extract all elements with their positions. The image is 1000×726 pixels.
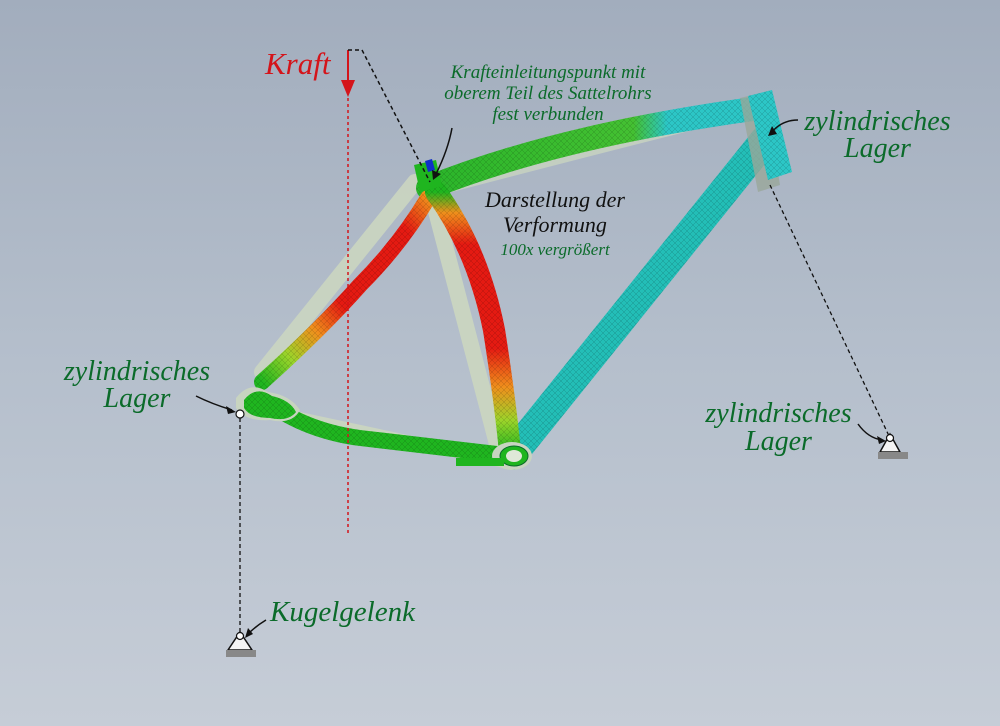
front-bearing-line-2: Lager <box>745 426 812 457</box>
rear-dropout <box>236 387 300 422</box>
head-bearing-label: zylindrisches Lager <box>795 106 960 164</box>
rear-bearing-node <box>235 409 245 419</box>
load-point-label: Krafteinleitungspunkt mit oberem Teil de… <box>408 62 688 125</box>
head-bearing-line-1: zylindrisches <box>804 106 951 137</box>
head-bearing-line-2: Lager <box>844 133 911 164</box>
deformation-line-1: Darstellung der <box>485 187 625 212</box>
load-point-line-2: oberem Teil des Sattelrohrs <box>444 83 652 104</box>
rear-bearing-line-1: zylindrisches <box>63 356 211 387</box>
ball-joint-label: Kugelgelenk <box>270 596 415 628</box>
front-support-icon <box>878 432 908 459</box>
bottom-bracket <box>456 442 532 470</box>
load-point-line-1: Krafteinleitungspunkt mit <box>450 62 646 83</box>
load-point-line-3: fest verbunden <box>492 104 604 125</box>
force-label: Kraft <box>265 46 331 81</box>
front-bearing-link <box>769 184 891 439</box>
force-leader <box>348 49 431 183</box>
undeformed-seat-stay <box>254 174 423 380</box>
rear-bearing-line-2: Lager <box>103 383 171 414</box>
deformation-line-3: 100x vergrößert <box>500 240 610 259</box>
ball-joint-support-icon <box>226 630 256 657</box>
front-bearing-label: zylindrisches Lager <box>696 400 861 456</box>
front-bearing-line-1: zylindrisches <box>705 398 852 429</box>
force-arrow <box>341 49 431 535</box>
rear-bearing-label: zylindrisches Lager <box>52 356 222 414</box>
undeformed-seat-tube <box>424 188 506 456</box>
load-point-leader <box>435 127 453 175</box>
deformation-label: Darstellung der Verformung 100x vergröße… <box>470 187 640 262</box>
seat-cluster <box>414 159 442 192</box>
deformation-line-2: Verformung <box>503 212 607 237</box>
